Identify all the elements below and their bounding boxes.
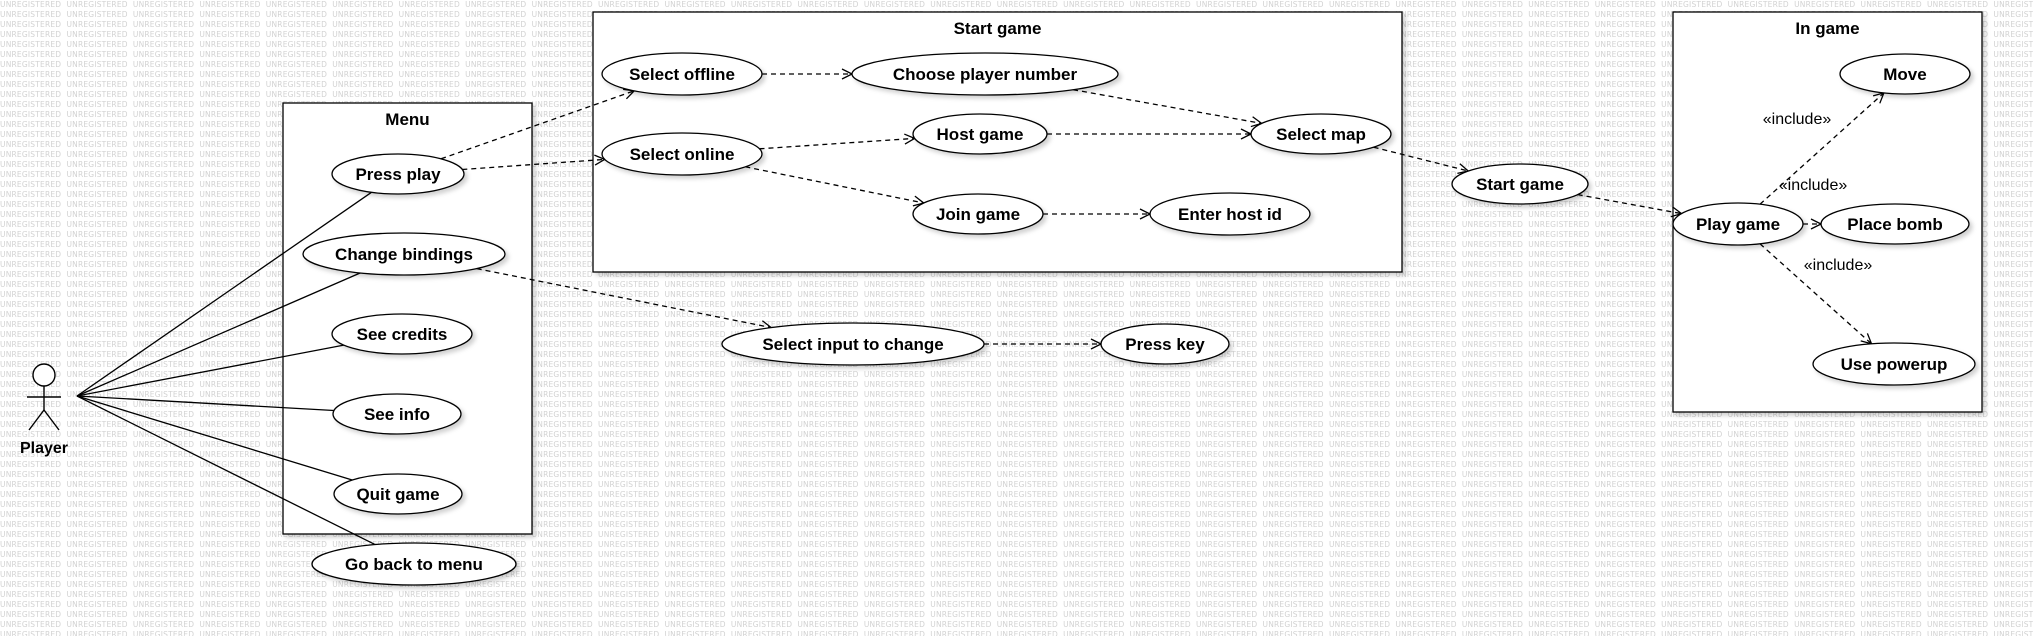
association-actor-to-press-play [76,191,372,397]
use-case-label: Start game [1476,175,1564,194]
use-case-ellipse[interactable] [331,153,465,195]
use-case-select-input-to-change[interactable]: Select input to change [721,322,985,366]
use-case-label: See info [364,405,430,424]
use-case-host-game[interactable]: Host game [912,113,1048,155]
boundary-title-menu: Menu [385,110,429,129]
include-label-move: «include» [1763,111,1832,128]
use-case-ellipse[interactable] [1672,202,1804,246]
use-case-place-bomb[interactable]: Place bomb [1820,203,1970,245]
use-case-label: Select map [1276,125,1366,144]
use-case-label: Select online [630,145,735,164]
use-case-select-map[interactable]: Select map [1250,113,1392,155]
use-case-label: Quit game [356,485,439,504]
use-case-choose-player-number[interactable]: Choose player number [851,52,1119,96]
dependency-arrow-choose-player-number-to-select-map [1072,89,1262,124]
use-case-label: Select input to change [762,335,943,354]
use-case-ellipse[interactable] [912,113,1048,155]
actor-head [32,363,56,387]
association-actor-to-change-bindings [76,272,361,397]
use-case-label: Play game [1696,215,1780,234]
use-case-see-info[interactable]: See info [332,393,462,435]
use-case-start-game[interactable]: Start game [1451,163,1589,205]
use-case-ellipse[interactable] [1839,53,1971,95]
use-case-play-game[interactable]: Play game [1672,202,1804,246]
use-case-ellipse[interactable] [601,52,763,96]
dependency-arrow-press-play-to-select-online [462,159,604,171]
use-case-ellipse[interactable] [1149,192,1311,236]
include-arrow-play-game-to-use-powerup [1759,243,1872,344]
dependency-arrow-select-online-to-join-game [745,166,923,203]
use-case-label: Select offline [629,65,735,84]
dependency-arrow-press-play-to-select-offline [440,91,634,160]
use-case-ellipse[interactable] [601,132,763,176]
use-case-label: Join game [936,205,1020,224]
association-actor-to-go-back [76,395,376,546]
boundary-title-in-game: In game [1795,19,1859,38]
use-case-ellipse[interactable] [1812,342,1976,386]
use-case-ellipse[interactable] [333,473,463,515]
use-case-label: Use powerup [1841,355,1948,374]
use-case-label: Place bomb [1847,215,1942,234]
use-case-label: Press key [1125,335,1205,354]
use-case-label: Enter host id [1178,205,1282,224]
dependency-arrow-start-game-to-play-game [1577,193,1682,214]
use-case-label: Go back to menu [345,555,483,574]
association-actor-to-see-credits [76,344,344,397]
include-arrow-play-game-to-move [1759,93,1884,205]
use-case-ellipse[interactable] [721,322,985,366]
use-case-ellipse[interactable] [311,542,517,586]
use-case-ellipse[interactable] [1100,323,1230,365]
use-case-quit-game[interactable]: Quit game [333,473,463,515]
use-case-ellipse[interactable] [331,313,473,355]
use-case-ellipse[interactable] [332,393,462,435]
use-case-select-offline[interactable]: Select offline [601,52,763,96]
use-case-label: Choose player number [893,65,1078,84]
use-case-ellipse[interactable] [851,52,1119,96]
use-case-join-game[interactable]: Join game [912,193,1044,235]
dependency-arrow-select-online-to-host-game [759,138,915,150]
actor-right-leg [43,409,60,431]
actor-left-leg [28,409,45,431]
use-case-label: Change bindings [335,245,473,264]
use-case-change-bindings[interactable]: Change bindings [302,232,506,276]
actor-label: Player [20,440,68,457]
use-case-move[interactable]: Move [1839,53,1971,95]
include-label-use-powerup: «include» [1804,257,1873,274]
boundary-title-start-game: Start game [954,19,1042,38]
use-case-label: Press play [355,165,441,184]
use-case-ellipse[interactable] [1451,163,1589,205]
use-case-select-online[interactable]: Select online [601,132,763,176]
actor-player[interactable]: Player [20,363,68,457]
use-case-enter-host-id[interactable]: Enter host id [1149,192,1311,236]
use-case-ellipse[interactable] [1250,113,1392,155]
use-case-ellipse[interactable] [912,193,1044,235]
dependency-arrow-select-map-to-start-game [1373,146,1469,171]
use-case-ellipse[interactable] [302,232,506,276]
use-case-ellipse[interactable] [1820,203,1970,245]
association-actor-to-see-info [76,395,335,412]
use-case-use-powerup[interactable]: Use powerup [1812,342,1976,386]
use-case-label: See credits [357,325,448,344]
use-case-press-key[interactable]: Press key [1100,323,1230,365]
association-actor-to-quit-game [76,395,353,481]
include-label-place-bomb: «include» [1779,177,1848,194]
use-case-go-back-to-menu[interactable]: Go back to menu [311,542,517,586]
use-case-see-credits[interactable]: See credits [331,313,473,355]
use-case-label: Host game [937,125,1024,144]
use-case-label: Move [1883,65,1926,84]
use-case-press-play[interactable]: Press play [331,153,465,195]
